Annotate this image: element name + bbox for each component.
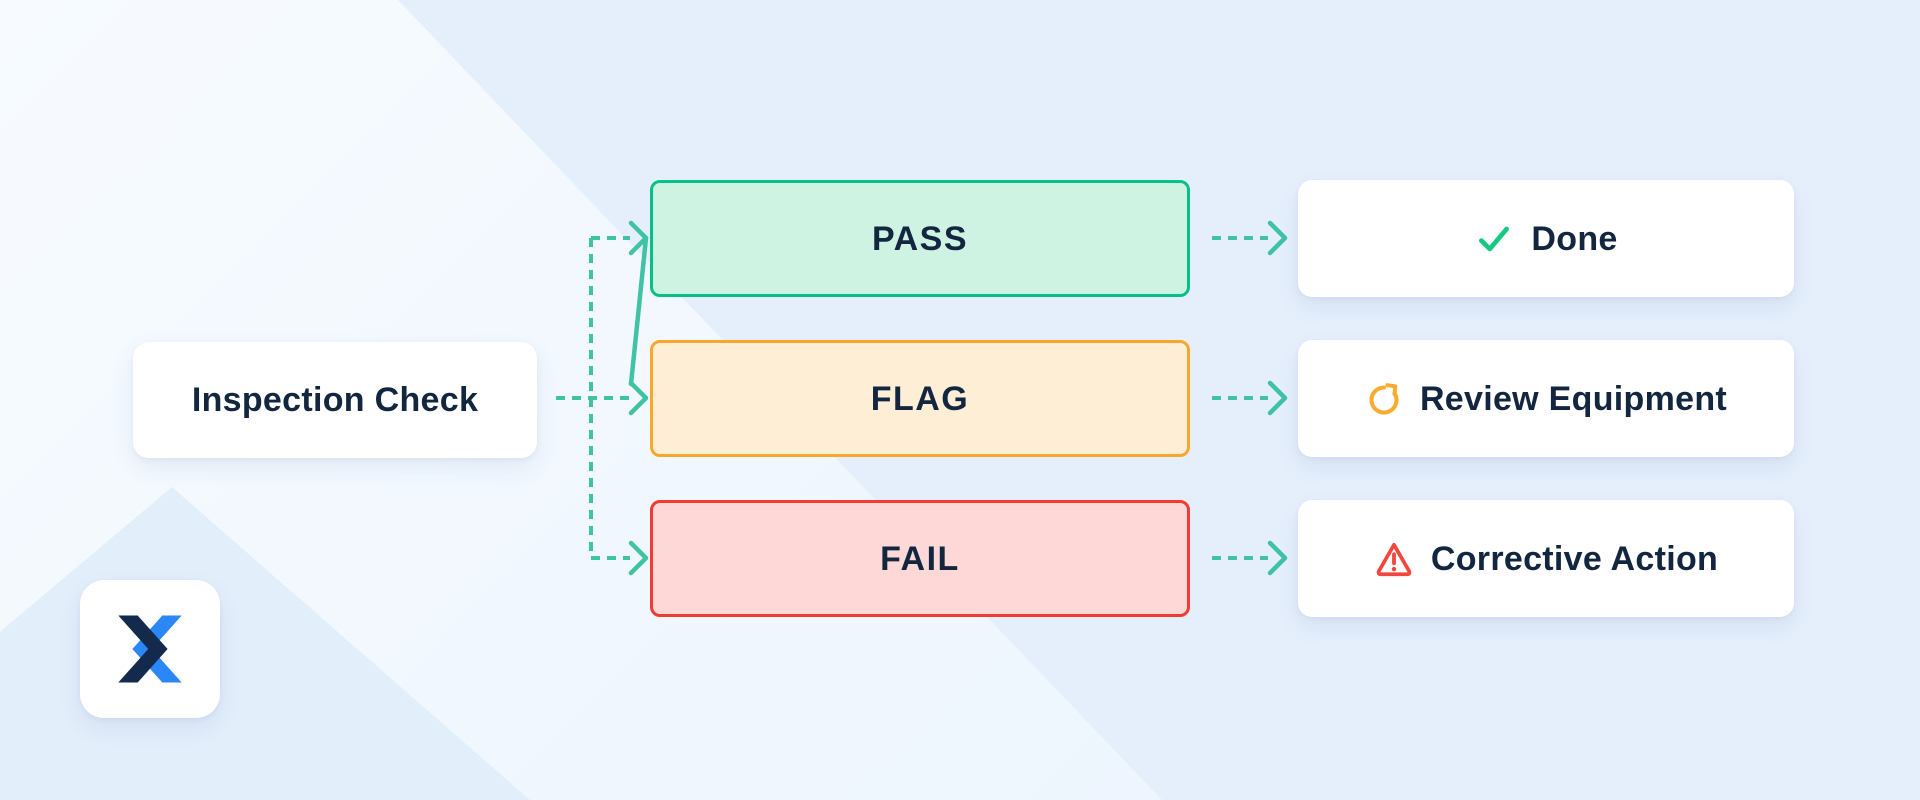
- outcome-card-review-equipment: Review Equipment: [1298, 340, 1794, 457]
- arrowhead-icon: [1267, 540, 1288, 576]
- warning-icon: [1374, 539, 1414, 579]
- arrowhead-icon: [628, 380, 649, 416]
- source-node-label: Inspection Check: [191, 381, 479, 419]
- outcome-card-corrective-action: Corrective Action: [1298, 500, 1794, 617]
- source-node-inspection-check: Inspection Check: [133, 342, 537, 458]
- arrowhead-icon: [628, 220, 649, 256]
- outcome-label: Corrective Action: [1430, 539, 1719, 578]
- branch-box-flag: FLAG: [650, 340, 1190, 457]
- branch-label: FLAG: [870, 379, 970, 418]
- arrowhead-icon: [1267, 380, 1288, 416]
- brand-x-logo-icon: [106, 605, 194, 693]
- branch-label: FAIL: [880, 539, 960, 578]
- outcome-card-done: Done: [1298, 180, 1794, 297]
- arrowhead-icon: [628, 235, 649, 387]
- branch-box-fail: FAIL: [650, 500, 1190, 617]
- outcome-label: Review Equipment: [1419, 379, 1728, 418]
- branch-box-pass: PASS: [650, 180, 1190, 297]
- brand-logo-card: [80, 580, 220, 718]
- branch-label: PASS: [871, 219, 969, 258]
- check-icon: [1474, 219, 1514, 259]
- arrowhead-icon: [1267, 220, 1288, 256]
- refresh-icon: [1365, 380, 1403, 418]
- outcome-label: Done: [1531, 219, 1618, 258]
- arrowhead-icon: [628, 540, 649, 576]
